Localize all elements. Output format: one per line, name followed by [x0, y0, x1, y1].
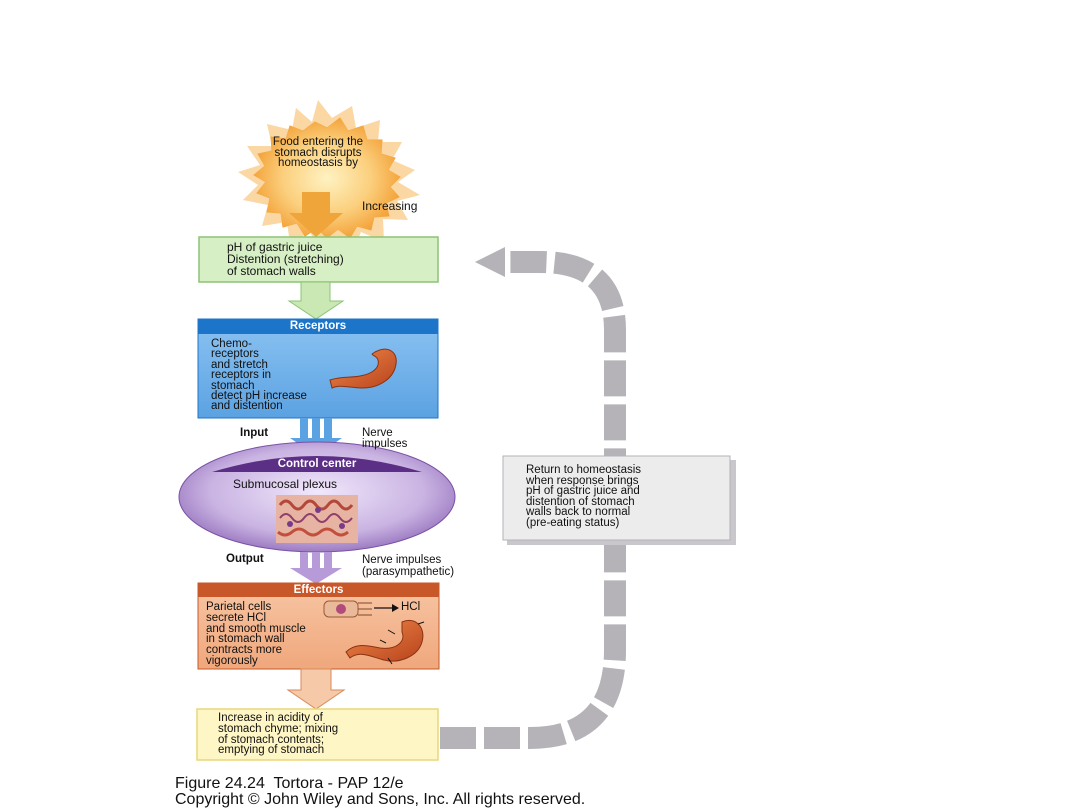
output-signal: Nerve impulses (parasympathetic) — [362, 554, 455, 578]
controlled-condition-text: pH of gastric juice Distention (stretchi… — [227, 240, 344, 278]
stomach-icon — [329, 348, 397, 389]
contraction-arrows — [379, 621, 425, 665]
feedback-text: Return to homeostasis when response brin… — [526, 464, 642, 529]
control-center-title: Control center — [277, 458, 357, 470]
figure-caption: Figure 24.24 Tortora - PAP 12/e — [175, 775, 404, 792]
receptors-title: Receptors — [289, 320, 347, 332]
effector-stomach-icon — [345, 620, 424, 662]
control-center-header-bar — [212, 456, 422, 472]
response-text: Increase in acidity of stomach chyme; mi… — [218, 712, 339, 757]
hcl-label: HCl — [401, 601, 421, 613]
control-center-text: Submucosal plexus — [233, 477, 338, 491]
effectors-header-bar — [198, 583, 439, 597]
output-label: Output — [226, 553, 264, 565]
copyright-line: Copyright © John Wiley and Sons, Inc. Al… — [175, 791, 586, 808]
feedback-box — [502, 455, 731, 541]
receptors-text: Chemo- receptors and stretch receptors i… — [211, 338, 307, 413]
submucosal-plexus-image — [276, 495, 358, 543]
receptors-box — [197, 318, 439, 419]
response-box — [196, 708, 439, 761]
effectors-header: Effectors — [198, 583, 439, 597]
output-arrow — [290, 552, 342, 584]
effectors-title: Effectors — [293, 584, 344, 596]
parietal-cell-icon — [323, 600, 399, 618]
input-label: Input — [240, 427, 269, 439]
effectors-text: Parietal cells secrete HCl and smooth mu… — [206, 601, 306, 667]
change-label: Increasing — [362, 199, 418, 213]
feedback-arrowhead — [475, 247, 505, 277]
input-signal: Nerve impulses — [362, 427, 408, 450]
stimulus-arrow — [289, 192, 343, 237]
condition-arrow — [287, 281, 345, 320]
receptors-header-bar — [198, 319, 438, 334]
receptors-header: Receptors — [198, 319, 438, 334]
feedback-loop — [440, 251, 626, 749]
stimulus-text: Food entering the stomach disrupts homeo… — [272, 136, 364, 169]
effector-arrow — [286, 668, 346, 710]
control-center-header: Control center — [220, 457, 414, 472]
